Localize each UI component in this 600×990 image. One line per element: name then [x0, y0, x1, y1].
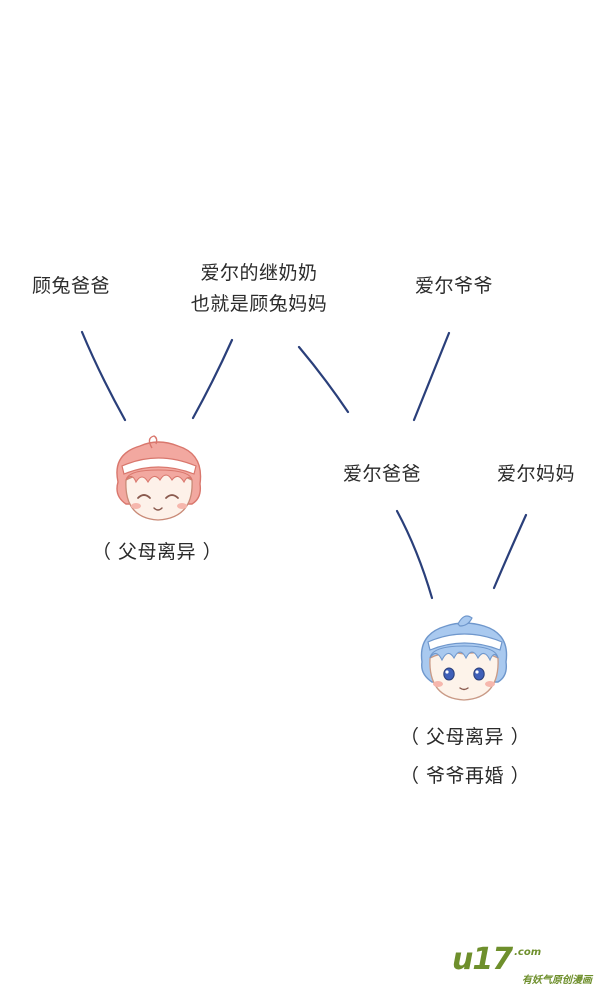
line-gutu-mom-to-gutu [191, 338, 234, 420]
u17-slogan: 有妖气原创漫画 [522, 975, 592, 986]
label-gutu-note: （ 父母离异 ） [92, 541, 223, 563]
gutu-chibi-face-icon [116, 435, 202, 521]
label-gutu-dad: 顾兔爸爸 [32, 275, 111, 297]
line-grandma-to-ai-dad [297, 345, 350, 414]
label-ai-grandpa: 爱尔爷爷 [415, 275, 494, 297]
u17-domain: .com [514, 947, 542, 958]
line-ai-dad-to-ai [395, 509, 434, 600]
label-step-grandma-line2: 也就是顾兔妈妈 [190, 293, 328, 315]
label-step-grandma: 爱尔的继奶奶 也就是顾兔妈妈 [180, 259, 338, 318]
label-ai-mom: 爱尔妈妈 [497, 463, 576, 485]
line-gutu-dad-to-gutu [80, 330, 127, 422]
u17-watermark: u17.com 有妖气原创漫画 [452, 942, 592, 986]
label-ai-note-2: （ 爷爷再婚 ） [400, 765, 531, 787]
ai-chibi-face-icon [420, 615, 508, 701]
label-ai-note-1: （ 父母离异 ） [400, 726, 531, 748]
label-step-grandma-line1: 爱尔的继奶奶 [200, 262, 318, 284]
u17-logo: u17 [452, 942, 513, 977]
line-grandpa-to-ai-dad [412, 331, 451, 422]
line-ai-mom-to-ai [492, 513, 528, 590]
label-ai-dad: 爱尔爸爸 [343, 463, 422, 485]
